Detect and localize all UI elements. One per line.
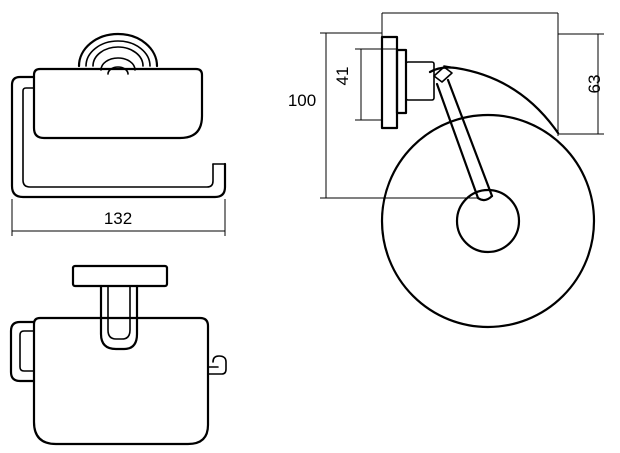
- bracket-outer: [99, 284, 139, 351]
- holder-arm-outer: [10, 75, 227, 199]
- side-wall-plate: [380, 35, 399, 130]
- side-view: 100 41 63: [288, 12, 604, 329]
- roll-core: [455, 188, 521, 254]
- bracket-inner: [107, 285, 131, 340]
- paper-roll: [380, 113, 596, 329]
- side-arm-a: [435, 82, 480, 200]
- top-view: [9, 264, 227, 446]
- arm-left-inner: [19, 330, 35, 372]
- cover-top: [32, 316, 210, 446]
- holder-arm-inner: [22, 87, 214, 188]
- hinge: [433, 66, 453, 83]
- dimension-height-bracket: 41: [333, 48, 397, 121]
- height-bracket-label: 41: [333, 67, 352, 86]
- cover-lid: [32, 67, 204, 140]
- wall-rosette: [77, 32, 159, 75]
- dimension-height-side: 63: [381, 12, 604, 136]
- side-mount: [405, 61, 435, 101]
- arm-left-outer: [9, 320, 36, 383]
- arm-right-tip: [207, 355, 227, 375]
- width-label: 132: [104, 209, 132, 228]
- dimension-height-total: 100: [288, 32, 478, 199]
- side-cover: [428, 66, 560, 135]
- dimension-width: 132: [11, 199, 226, 236]
- height-side-label: 63: [585, 75, 604, 94]
- front-view: 132: [10, 32, 227, 236]
- wall-plate: [71, 264, 169, 288]
- side-arm-b: [446, 78, 494, 198]
- height-total-label: 100: [288, 91, 316, 110]
- side-rosette: [395, 48, 408, 115]
